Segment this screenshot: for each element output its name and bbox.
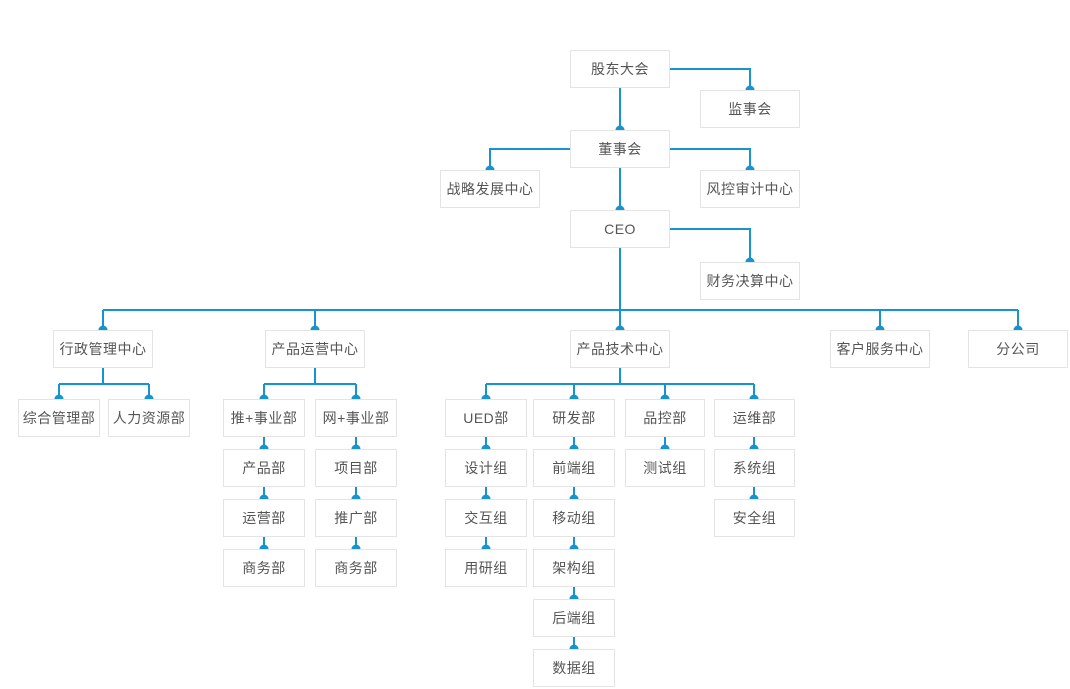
org-node-tui-plus-division: 推+事业部 xyxy=(223,399,305,437)
org-node-supervisory-board: 监事会 xyxy=(700,90,800,128)
org-node-ceo: CEO xyxy=(570,210,670,248)
org-node-rnd-dept: 研发部 xyxy=(533,399,615,437)
org-node-financial-settlement-center: 财务决算中心 xyxy=(700,262,800,300)
org-node-wang-plus-division: 网+事业部 xyxy=(315,399,397,437)
org-node-architecture-group: 架构组 xyxy=(533,549,615,587)
org-node-admin-management-center: 行政管理中心 xyxy=(53,330,153,368)
org-node-risk-audit-center: 风控审计中心 xyxy=(700,170,800,208)
org-node-branch-company: 分公司 xyxy=(968,330,1068,368)
org-node-human-resources-dept: 人力资源部 xyxy=(108,399,190,437)
org-node-testing-group: 测试组 xyxy=(625,449,705,487)
org-node-operation-dept: 运营部 xyxy=(223,499,305,537)
org-node-strategy-development-center: 战略发展中心 xyxy=(440,170,540,208)
org-node-product-dept: 产品部 xyxy=(223,449,305,487)
org-node-backend-group: 后端组 xyxy=(533,599,615,637)
org-node-product-technology-center: 产品技术中心 xyxy=(570,330,670,368)
org-node-customer-service-center: 客户服务中心 xyxy=(830,330,930,368)
org-node-user-research-group: 用研组 xyxy=(445,549,527,587)
org-node-project-dept: 项目部 xyxy=(315,449,397,487)
org-node-mobile-group: 移动组 xyxy=(533,499,615,537)
org-node-board-of-directors: 董事会 xyxy=(570,130,670,168)
org-node-business-dept-2: 商务部 xyxy=(315,549,397,587)
org-node-business-dept-1: 商务部 xyxy=(223,549,305,587)
org-node-operations-maintenance-dept: 运维部 xyxy=(714,399,795,437)
org-node-ued-dept: UED部 xyxy=(445,399,527,437)
org-node-security-group: 安全组 xyxy=(714,499,795,537)
org-node-design-group: 设计组 xyxy=(445,449,527,487)
org-node-shareholders-meeting: 股东大会 xyxy=(570,50,670,88)
org-node-data-group: 数据组 xyxy=(533,649,615,687)
org-node-system-group: 系统组 xyxy=(714,449,795,487)
org-node-product-operation-center: 产品运营中心 xyxy=(265,330,365,368)
org-node-frontend-group: 前端组 xyxy=(533,449,615,487)
org-node-interaction-group: 交互组 xyxy=(445,499,527,537)
org-node-promotion-dept: 推广部 xyxy=(315,499,397,537)
org-node-quality-control-dept: 品控部 xyxy=(625,399,705,437)
org-node-general-management-dept: 综合管理部 xyxy=(18,399,100,437)
